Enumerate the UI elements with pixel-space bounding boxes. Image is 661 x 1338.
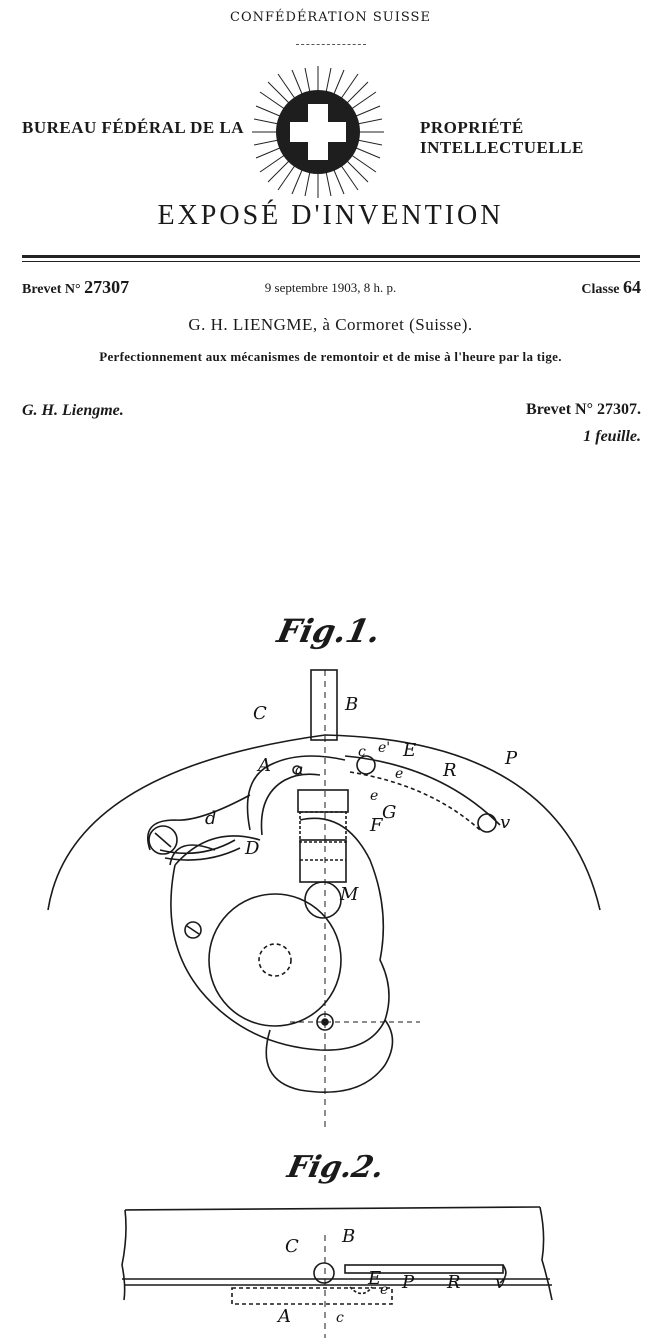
fig1-label-B: B [345,694,359,715]
fig1-label-e1: e' [378,740,391,756]
fig1-label-v: v [500,812,511,833]
figure-1-drawing [47,669,601,1130]
document-title: EXPOSÉ D'INVENTION [157,200,504,231]
classe-label: Classe [581,282,620,297]
classe: Classe 64 [581,277,641,298]
fig1-label-R: R [443,760,457,781]
fig2-label-R: R [447,1272,461,1293]
brevet-value: 27307 [84,277,130,297]
fig1-label-d: d [205,808,217,829]
fig1-label-D: D [245,838,260,859]
fig2-label-A: A [278,1306,291,1327]
fig2-label-e: e [380,1282,389,1298]
sheet-count: 1 feuille. [583,428,641,445]
figure-1-title: Fig.1. [273,612,384,650]
fig2-label-c: c [336,1310,344,1326]
inventor-signature: G. H. Liengme. [22,402,124,419]
fig1-label-G: G [382,802,397,823]
confederation-heading: CONFÉDÉRATION SUISSE [230,10,431,25]
fig1-label-M: M [340,884,359,905]
fig1-label-C: C [253,703,267,724]
fig1-label-e2: e [395,766,404,782]
divider [296,44,366,45]
fig1-label-e3: e [370,788,379,804]
patent-holder: G. H. LIENGME, à Cormoret (Suisse). [188,315,473,334]
bureau-right-text: PROPRIÉTÉ INTELLECTUELLE [420,118,584,157]
fig1-label-P: P [505,748,518,769]
figure-2-drawing [121,1206,553,1338]
fig1-label-c: c [358,744,366,760]
fig2-label-B: B [342,1226,356,1247]
brevet-label: Brevet N° [22,282,81,297]
fig2-label-E: E [368,1268,382,1289]
divider [22,255,640,258]
fig1-label-a: a [295,762,304,778]
figure-2-title: Fig.2. [284,1150,388,1185]
fig1-label-A: A [258,755,271,776]
divider [22,261,640,262]
classe-value: 64 [623,277,641,297]
bureau-left-text: BUREAU FÉDÉRAL DE LA [22,118,245,137]
fig2-label-C: C [285,1236,299,1257]
fig2-label-v: v [495,1272,506,1293]
swiss-cross-emblem [252,66,384,198]
brevet-number: Brevet N° 27307 [22,277,129,298]
filing-date: 9 septembre 1903, 8 h. p. [264,280,397,295]
brevet-reference: Brevet N° 27307. [526,401,641,418]
fig2-label-P: P [402,1272,415,1293]
fig1-label-E: E [403,740,417,761]
patent-subject: Perfectionnement aux mécanismes de remon… [99,349,562,364]
fig1-label-F: F [370,815,383,836]
